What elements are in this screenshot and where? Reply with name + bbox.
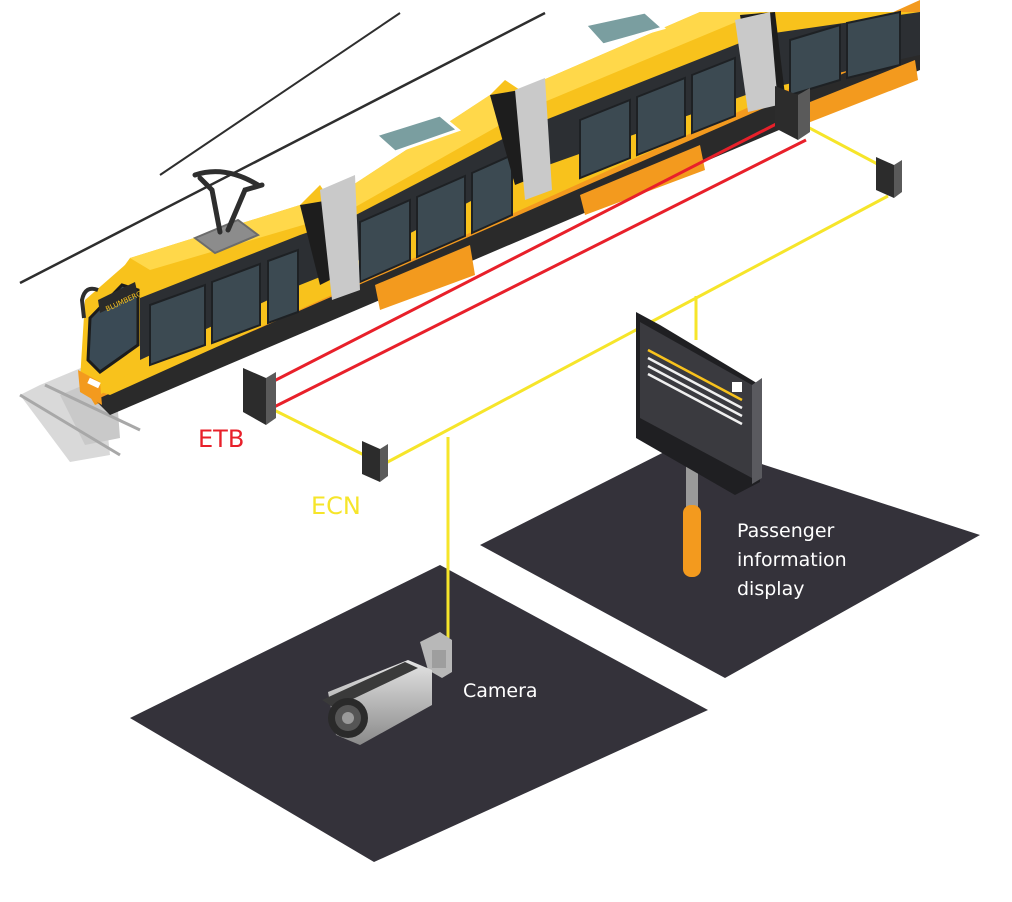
- switch-etb-front: [243, 368, 276, 425]
- ecn-label: ECN: [311, 492, 361, 520]
- display-label-line-1: Passenger: [737, 520, 835, 542]
- overhead-wires: [19, 11, 546, 285]
- camera-label: Camera: [463, 680, 538, 702]
- tram-roof-hatches: [193, 10, 667, 255]
- switch-etb-rear: [775, 86, 810, 140]
- switch-ecn-rear: [876, 157, 902, 198]
- etb-label: ETB: [198, 425, 244, 453]
- display-label-line-3: display: [737, 578, 804, 600]
- display-label-line-2: information: [737, 549, 847, 571]
- tram-windows: [149, 10, 901, 367]
- tram-doors: [375, 60, 918, 310]
- tram-roof: [130, 12, 760, 270]
- platform-camera: [130, 565, 708, 862]
- display-label: Passenger information display: [737, 520, 853, 600]
- ecn-network-lines: [261, 121, 889, 638]
- pantograph: [192, 169, 265, 235]
- camera-hood: [322, 662, 418, 708]
- tram-side-trim: [320, 12, 778, 300]
- tram-underbody: [95, 40, 920, 415]
- display-screen-lines: [647, 348, 743, 426]
- display-pole-base: [683, 505, 701, 577]
- tram-mirror: [79, 286, 99, 319]
- etb-network-lines: [271, 118, 807, 410]
- switch-ecn-front: [362, 441, 388, 482]
- tram-front-bumper: [78, 370, 102, 405]
- camera-device: [322, 632, 452, 745]
- tram: BLUMBERG: [78, 0, 920, 415]
- tram-windshield: [86, 283, 140, 374]
- passenger-information-display: [636, 312, 762, 577]
- tram-headlight: [87, 377, 101, 389]
- platform-display: [480, 440, 980, 678]
